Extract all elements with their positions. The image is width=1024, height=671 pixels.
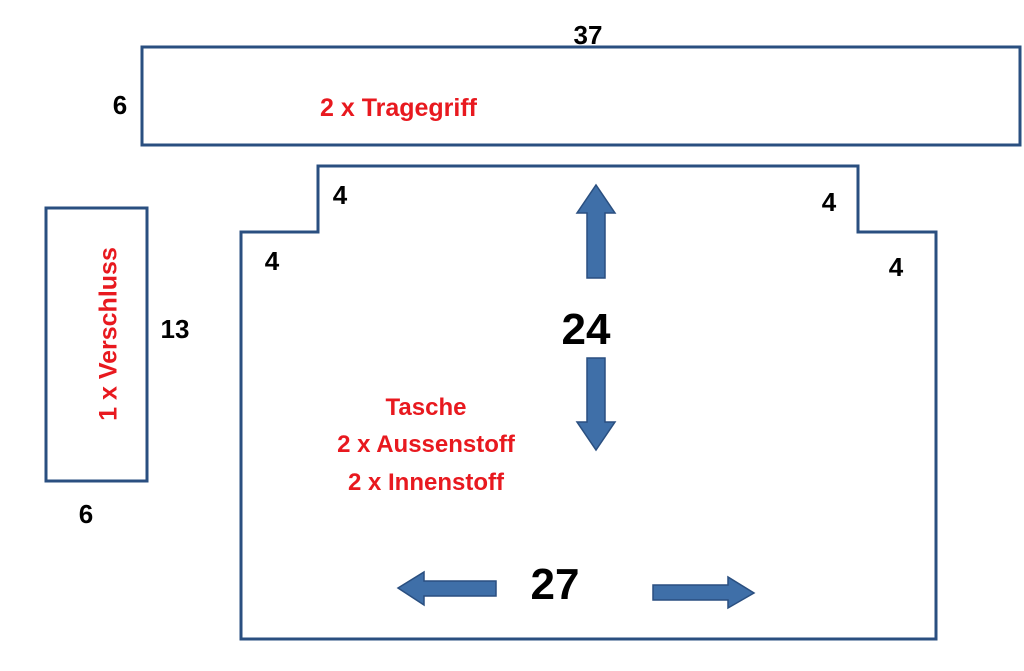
notch-left-horizontal-dimension: 4 bbox=[265, 246, 280, 276]
closure-height-dimension: 13 bbox=[161, 314, 190, 344]
bag-width-dimension: 27 bbox=[531, 560, 580, 609]
notch-left-vertical-dimension: 4 bbox=[333, 180, 348, 210]
closure-strip-outline bbox=[44, 206, 149, 483]
bag-label-outer-fabric: 2 x Aussenstoff bbox=[337, 431, 516, 458]
bag-label-inner-fabric: 2 x Innenstoff bbox=[348, 469, 505, 496]
arrow-left-icon bbox=[396, 570, 497, 607]
bag-label-title: Tasche bbox=[386, 394, 467, 421]
arrow-right-icon bbox=[652, 575, 756, 610]
handle-strip-outline bbox=[140, 45, 1022, 147]
notch-right-horizontal-dimension: 4 bbox=[889, 252, 904, 282]
arrow-down-icon bbox=[575, 357, 617, 452]
handle-height-dimension: 6 bbox=[113, 90, 127, 120]
handle-width-dimension: 37 bbox=[574, 20, 603, 50]
closure-width-dimension: 6 bbox=[79, 499, 93, 529]
handle-label: 2 x Tragegriff bbox=[320, 94, 478, 122]
notch-right-vertical-dimension: 4 bbox=[822, 187, 837, 217]
bag-body-outline bbox=[239, 164, 938, 641]
closure-label: 1 x Verschluss bbox=[95, 247, 123, 421]
bag-height-dimension: 24 bbox=[562, 305, 611, 354]
arrow-up-icon bbox=[575, 183, 617, 279]
